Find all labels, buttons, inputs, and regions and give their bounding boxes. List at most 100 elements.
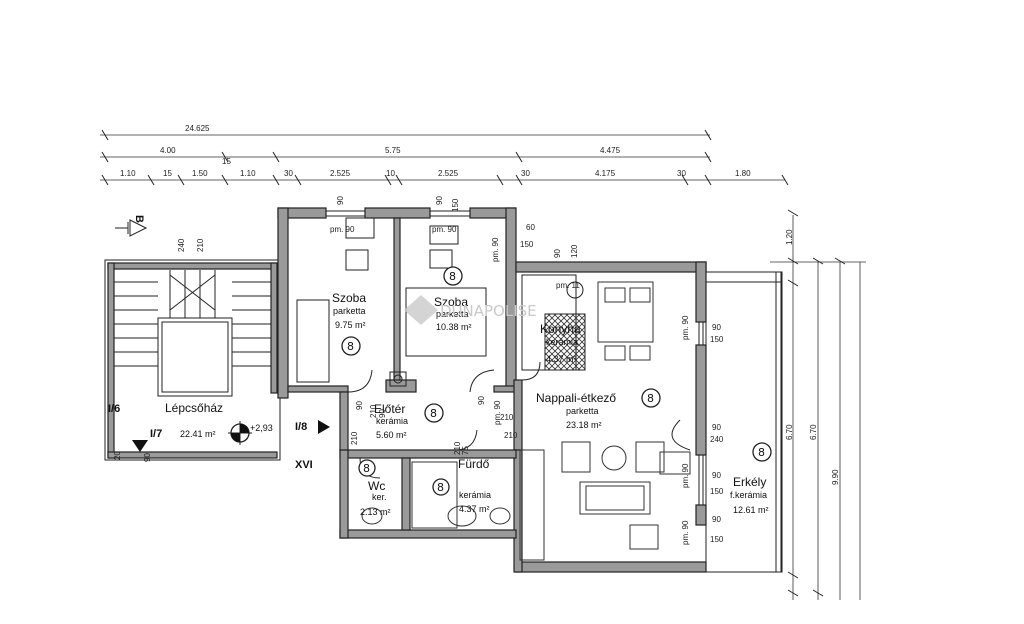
dim-row3: 30 <box>284 169 293 178</box>
dim-inner: 90 <box>355 401 364 410</box>
room-floor-eloter: kerámia <box>376 416 408 426</box>
dim-stair: 210 <box>196 238 205 252</box>
openings <box>296 210 704 505</box>
dim-row3: 1.10 <box>240 169 256 178</box>
dim-inner: 90 <box>143 453 152 462</box>
dim-inner: 150 <box>710 535 724 544</box>
marker-i7: I/7 <box>150 428 162 440</box>
bath-fixtures <box>361 461 511 529</box>
room-area-szoba2: 10.38 m² <box>436 322 472 332</box>
room-name-eloter: Előtér <box>374 402 405 416</box>
top-dimensions: 24.625 4.00 15 5.75 4.475 1.10 15 1.50 1… <box>100 124 789 186</box>
room-floor-szoba2: parketta <box>436 309 469 319</box>
room-name-lepcsohaz: Lépcsőház <box>165 401 223 415</box>
marker-i6: I/6 <box>108 403 120 415</box>
dim-inner: pm. 90 <box>681 463 690 488</box>
dim-stair: 240 <box>177 238 186 252</box>
dim-right-b: 6.70 <box>785 424 794 440</box>
room-code-erkely: 8 <box>758 446 765 459</box>
room-name-erkely: Erkély <box>733 475 766 489</box>
dim-row3: 4.175 <box>595 169 616 178</box>
dim-inner: 210 <box>453 441 462 455</box>
room-code-wc: 8 <box>363 462 370 475</box>
dim-row2-b: 15 <box>222 157 231 166</box>
dim-inner: 210 <box>369 404 378 418</box>
dim-inner: 90 <box>712 423 721 432</box>
dim-inner: 90 <box>435 196 444 205</box>
dim-row2-c: 5.75 <box>385 146 401 155</box>
dim-inner: 90 <box>477 396 486 405</box>
room-floor-konyha: kerámia <box>546 337 578 347</box>
stairwell: 240 210 Lépcsőház 22.41 m² +2,93 <box>104 238 281 461</box>
watermark-logo: DUNAPOLISE <box>404 295 537 325</box>
dim-inner: pm. 90 <box>491 237 500 262</box>
marker-xvi: XVI <box>295 459 313 471</box>
room-area-erkely: 12.61 m² <box>733 505 769 515</box>
dim-row3: 10 <box>386 169 395 178</box>
marker-i8: I/8 <box>295 421 307 433</box>
room-name-wc: Wc <box>368 479 385 493</box>
room-name-szoba2: Szoba <box>434 295 468 309</box>
dim-right-c: 6.70 <box>809 424 818 440</box>
dim-inner: pm. 90 <box>681 520 690 545</box>
dim-row3: 1.50 <box>192 169 208 178</box>
dim-inner: 20 <box>113 451 122 460</box>
dim-right-a: 1.20 <box>785 229 794 245</box>
dim-row2-a: 4.00 <box>160 146 176 155</box>
diamond-logo-icon <box>404 295 438 325</box>
room-floor-wc: ker. <box>372 492 387 502</box>
balcony <box>705 271 783 573</box>
watermark-text: DUNAPOLISE <box>440 302 537 320</box>
dim-inner: 90 <box>712 515 721 524</box>
dim-inner: 210 <box>504 431 518 440</box>
dim-row3: 15 <box>163 169 172 178</box>
dim-inner: 240 <box>710 435 724 444</box>
room-labels: Szoba parketta 9.75 m² 8 8 Szoba parkett… <box>332 266 772 517</box>
room-floor-szoba1: parketta <box>333 306 366 316</box>
dim-inner: 210 <box>500 413 514 422</box>
room-area-eloter: 5.60 m² <box>376 430 407 440</box>
section-markers: B I/6 I/7 I/8 XVI <box>108 215 330 471</box>
room-name-szoba1: Szoba <box>332 291 366 305</box>
dim-inner: 150 <box>710 335 724 344</box>
dim-row3: 30 <box>521 169 530 178</box>
section-b-arrow-icon <box>115 219 148 237</box>
living-furniture <box>519 441 691 561</box>
level-value: +2,93 <box>250 423 273 433</box>
room-code-furdo: 8 <box>437 481 444 494</box>
arrow-down-icon <box>132 440 148 452</box>
dim-inner: 90 <box>378 409 387 418</box>
room-code-szoba1: 8 <box>347 340 354 353</box>
dim-inner: pm. 90 <box>330 225 355 234</box>
dim-row2-d: 4.475 <box>600 146 621 155</box>
dim-row3: 1.10 <box>120 169 136 178</box>
room-floor-erkely: f.kerámia <box>730 490 767 500</box>
dim-inner: pm. 90 <box>681 315 690 340</box>
section-b-label: B <box>133 215 145 223</box>
arrow-right-icon <box>318 420 330 434</box>
room-area-furdo: 4.37 m² <box>459 504 490 514</box>
room-name-nappali: Nappali-étkező <box>536 391 616 405</box>
dim-row3: 30 <box>677 169 686 178</box>
room-area-konyha: 4.37 m² <box>546 354 577 364</box>
dim-row3: 1.80 <box>735 169 751 178</box>
dim-row3: 2.525 <box>438 169 459 178</box>
dim-inner: 60 <box>526 223 535 232</box>
dim-inner: 90 <box>712 471 721 480</box>
apartment-walls <box>277 207 707 573</box>
dim-inner: 210 <box>350 431 359 445</box>
room-area-lepcsohaz: 22.41 m² <box>180 429 216 439</box>
dim-inner: 150 <box>710 487 724 496</box>
dim-top-total: 24.625 <box>185 124 210 133</box>
dim-inner: 120 <box>570 244 579 258</box>
dim-inner: 90 <box>336 196 345 205</box>
dim-inner: 150 <box>520 240 534 249</box>
room-code-nappali: 8 <box>647 392 654 405</box>
room-name-furdo: Fürdő <box>458 457 490 471</box>
level-marker <box>228 421 252 445</box>
room-floor-nappali: parketta <box>566 406 599 416</box>
dim-inner: 90 <box>553 249 562 258</box>
dim-inner: pm. 90 <box>493 400 502 425</box>
dim-row3: 2.525 <box>330 169 351 178</box>
